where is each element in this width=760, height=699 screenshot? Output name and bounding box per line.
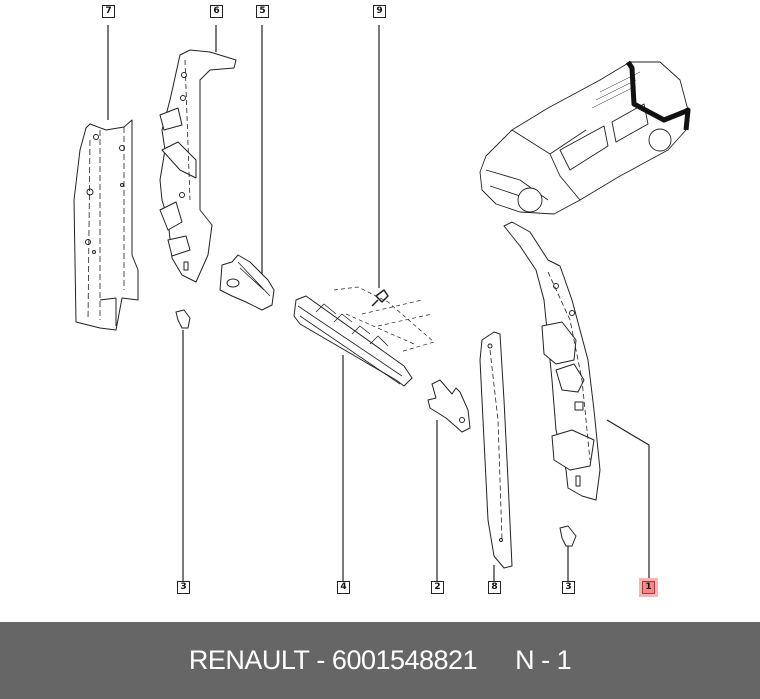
parts-diagram: 7 6 5 9 3 4 2 8 3 1 — [73, 5, 691, 594]
callout-2[interactable]: 2 — [431, 581, 444, 594]
part-5-drawing — [219, 254, 275, 311]
part-4-drawing — [293, 286, 435, 387]
vehicle-location-thumbnail — [479, 60, 691, 215]
callout-3-left[interactable]: 3 — [177, 581, 190, 594]
part-3-clip-left-drawing — [175, 309, 191, 329]
exploded-view-drawing — [73, 25, 691, 581]
callout-4[interactable]: 4 — [337, 581, 350, 594]
callout-9[interactable]: 9 — [373, 5, 386, 18]
part-2-drawing — [427, 379, 471, 433]
part-info-footer: RENAULT - 6001548821 N - 1 — [0, 622, 760, 699]
leader-lines — [107, 25, 650, 581]
part-3-clip-right-drawing — [559, 525, 577, 547]
brand-name: RENAULT — [188, 645, 310, 675]
callout-1-highlighted[interactable]: 1 — [642, 581, 655, 594]
part-8-drawing — [479, 331, 513, 569]
part-7-drawing — [73, 119, 139, 331]
callout-8[interactable]: 8 — [488, 581, 501, 594]
part-9-screw-drawing — [371, 289, 389, 307]
part-number: 6001548821 — [331, 645, 478, 675]
part-1-drawing — [503, 221, 601, 501]
callout-3-right[interactable]: 3 — [562, 581, 575, 594]
part-6-drawing — [159, 49, 237, 283]
brand-separator: - — [309, 645, 332, 675]
quantity-label: N - 1 — [515, 645, 572, 675]
callout-5[interactable]: 5 — [256, 5, 269, 18]
callout-7[interactable]: 7 — [102, 5, 115, 18]
callout-6[interactable]: 6 — [210, 5, 223, 18]
